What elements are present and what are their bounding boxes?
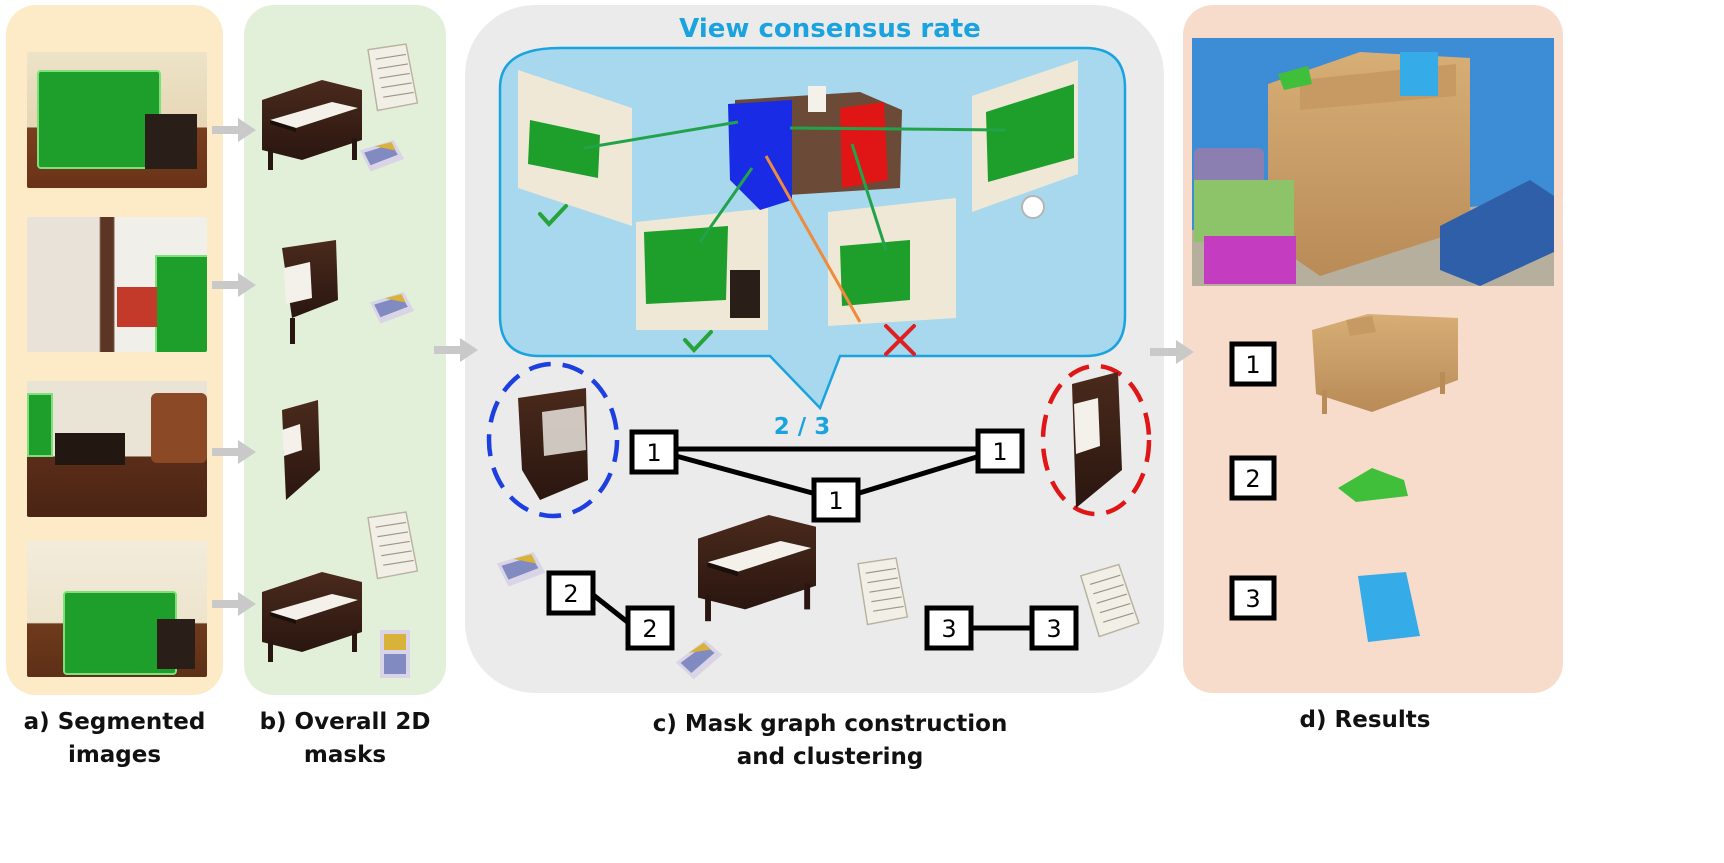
arrow-b-to-c — [434, 338, 478, 362]
graph-edge-2-2 — [590, 592, 632, 626]
mask-bag-2 — [370, 292, 415, 324]
arrow-a-to-b-1 — [212, 118, 256, 142]
arrow-a-to-b-2 — [212, 273, 256, 297]
cross-icon — [884, 324, 916, 356]
bubble-title: View consensus rate — [679, 14, 981, 44]
graph-book-1 — [857, 557, 909, 626]
svg-text:2: 2 — [563, 580, 578, 608]
edge-center-view3 — [764, 155, 862, 323]
piano-mask — [27, 393, 53, 457]
bench — [145, 114, 197, 169]
edge-view1-center — [583, 120, 739, 150]
mask-piano-1 — [262, 80, 362, 170]
edge-red-view3 — [850, 143, 888, 251]
caption-d: d) Results — [1299, 707, 1431, 733]
mask-piano-3 — [282, 400, 320, 500]
arrow-a-to-b-3 — [212, 440, 256, 464]
consensus-rate-label: 2 / 3 — [774, 414, 830, 440]
book-icon — [1358, 572, 1420, 642]
mask-piano-4 — [262, 572, 362, 662]
graph-node-3a: 3 — [924, 605, 974, 651]
mask-piano-2 — [282, 240, 338, 344]
edge-center-view2 — [698, 167, 754, 243]
piano-icon — [1312, 314, 1458, 414]
check-icon — [683, 330, 713, 353]
suitcase — [117, 287, 157, 327]
svg-text:1: 1 — [646, 439, 661, 467]
graph-bag-2 — [672, 636, 727, 684]
svg-text:1: 1 — [992, 438, 1007, 466]
piano-view-right — [1072, 372, 1122, 508]
segmented-image-3 — [27, 381, 207, 517]
graph-edge-1-1-right — [855, 453, 981, 497]
graph-node-2a: 2 — [546, 570, 596, 616]
check-icon — [538, 204, 568, 227]
mask-book-2 — [367, 511, 419, 580]
piano-mask — [37, 70, 161, 169]
mask-book-1 — [367, 43, 419, 112]
graph-edge-1-1-left — [675, 453, 817, 497]
view-frame-1 — [518, 70, 632, 226]
graph-book-2 — [1079, 562, 1141, 639]
svg-text:3: 3 — [941, 615, 956, 643]
graph-node-1a: 1 — [629, 429, 679, 475]
caption-c: c) Mask graph construction and clusterin… — [652, 711, 1008, 770]
scene-reconstruction — [1192, 38, 1554, 286]
graph-node-2b: 2 — [625, 605, 675, 651]
arrow-c-to-d — [1150, 340, 1194, 364]
sofa — [151, 393, 207, 463]
caption-b: b) Overall 2D masks — [259, 709, 431, 768]
svg-text:3: 3 — [1046, 615, 1061, 643]
bag-icon — [1338, 468, 1408, 502]
graph-node-3b: 3 — [1029, 605, 1079, 651]
svg-text:2: 2 — [1245, 465, 1260, 493]
graph-node-1c: 1 — [811, 477, 861, 523]
svg-text:1: 1 — [1245, 351, 1260, 379]
mask-bag-1 — [360, 140, 405, 172]
result-label-2: 2 — [1229, 455, 1277, 501]
view-frame-3 — [828, 198, 956, 326]
svg-text:2: 2 — [642, 615, 657, 643]
svg-text:1: 1 — [828, 487, 843, 515]
red-dashed-circle — [1040, 363, 1152, 517]
graph-bag-1 — [497, 552, 546, 587]
arrow-a-to-b-4 — [212, 592, 256, 616]
piano-view-left — [518, 388, 588, 500]
view-frame-4 — [972, 60, 1078, 212]
table — [55, 433, 125, 465]
edge-center-view4 — [789, 126, 1007, 132]
unvisited-circle-icon — [1021, 195, 1045, 219]
svg-text:3: 3 — [1245, 585, 1260, 613]
graph-piano — [698, 515, 816, 622]
bench — [157, 619, 195, 669]
result-label-3: 3 — [1229, 575, 1277, 621]
segmented-image-2 — [27, 217, 207, 352]
mask-bag-3 — [380, 630, 410, 678]
caption-a: a) Segmented images — [23, 709, 206, 768]
result-label-1: 1 — [1229, 341, 1277, 387]
view-frame-2 — [636, 208, 768, 330]
blue-dashed-circle — [486, 361, 620, 519]
segmented-image-4 — [27, 541, 207, 677]
graph-node-1b: 1 — [975, 428, 1025, 474]
segmented-image-1 — [27, 52, 207, 188]
